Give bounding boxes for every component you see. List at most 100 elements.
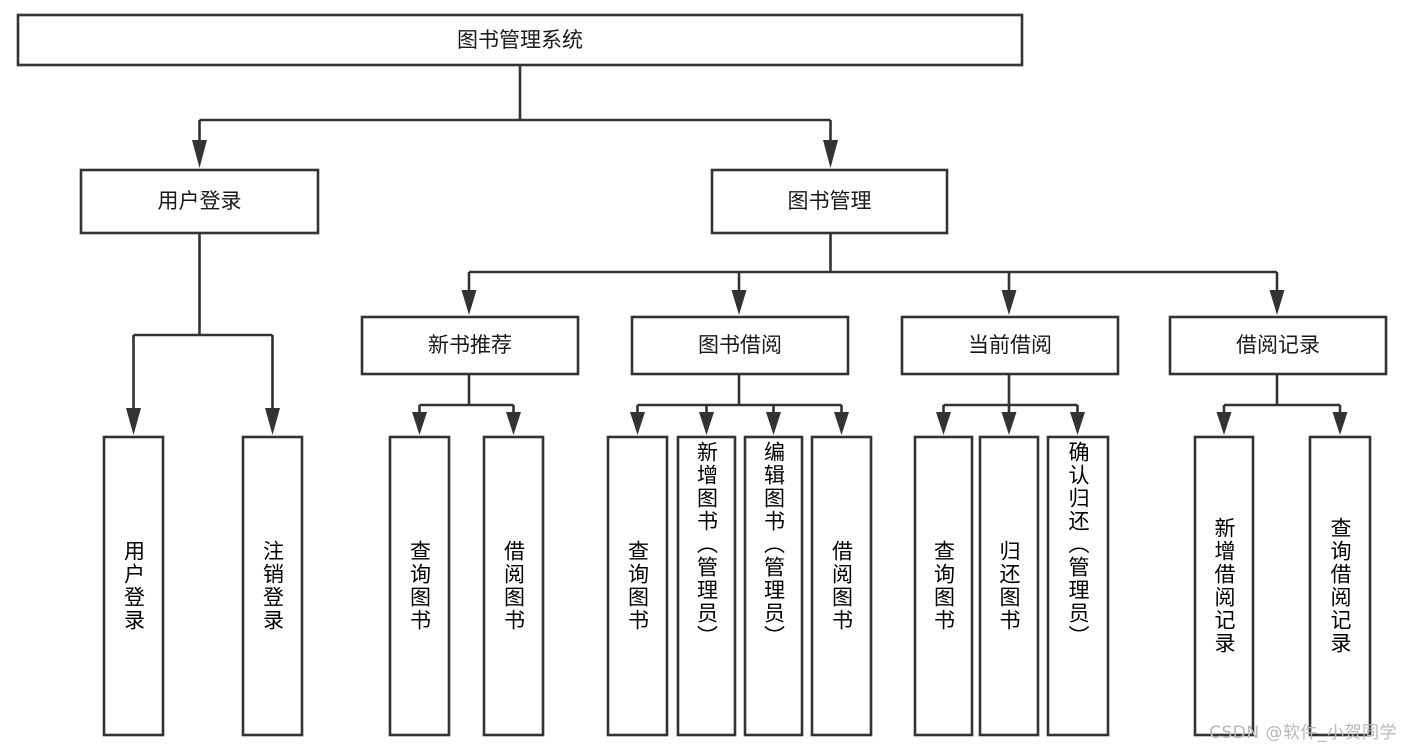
leaf-nbr-query-book-box[interactable] [388,435,451,737]
leaf-logout-box[interactable] [241,435,304,737]
leaf-bb-add-book-label-wrap: 新增图书（管理员） [694,441,719,648]
edge-group-borrow-record-to-leaves [1216,374,1348,435]
leaf-logout-label-wrap: 注销登录 [260,540,285,632]
arrow-to-book-borrow [731,290,747,315]
node-new-book-recommend-box[interactable] [360,315,580,376]
node-borrow-record-label: 借阅记录 [1236,333,1320,357]
leaf-user-login-label: 用户登录 [121,540,146,632]
node-user-login-box[interactable] [79,168,320,235]
node-new-book-recommend[interactable]: 新书推荐 [360,315,580,376]
arrow-leaf-bb-edit-book [766,412,781,435]
leaf-user-login-box[interactable] [102,435,165,737]
node-book-management-label: 图书管理 [788,189,872,213]
arrow-leaf-br-query-record [1332,412,1348,435]
leaf-node-bb-query-book[interactable] [606,435,669,737]
leaf-node-cb-return-book[interactable] [978,435,1040,737]
leaf-cb-confirm-return-label-wrap: 确认归还（管理员） [1066,441,1090,648]
arrow-leaf-cb-query-book [936,412,951,435]
leaf-br-add-record-label-wrap: 新增借阅记录 [1212,517,1236,655]
leaf-node-br-add-record[interactable] [1193,435,1255,737]
leaf-bb-add-book-label: 新增图书（管理员） [694,441,719,648]
node-book-borrow-box[interactable] [630,315,850,376]
arrow-leaf-user-login [126,408,141,435]
leaf-nbr-query-book-label-wrap: 查询图书 [407,540,432,632]
leaf-bb-add-book-box[interactable] [676,435,737,737]
edge-group-new-book-rec-to-leaves [412,374,521,435]
leaf-cb-query-book-label: 查询图书 [931,540,956,632]
leaf-nbr-query-book-label: 查询图书 [407,540,432,632]
node-root[interactable]: 图书管理系统 [16,13,1024,67]
leaf-node-nbr-borrow-book[interactable] [482,435,545,737]
edge-group-root-to-level2 [192,65,838,168]
arrow-to-new-book-rec [461,290,477,315]
leaf-nbr-borrow-book-label: 借阅图书 [501,540,526,632]
arrow-leaf-cb-confirm-return [1070,412,1085,435]
leaf-cb-confirm-return-box[interactable] [1046,435,1110,737]
leaf-bb-edit-book-label: 编辑图书（管理员） [761,441,786,648]
arrow-leaf-bb-add-book [699,412,714,435]
leaf-bb-query-book-label: 查询图书 [625,540,650,632]
leaf-br-query-record-box[interactable] [1308,435,1372,737]
leaf-cb-return-book-box[interactable] [978,435,1040,737]
arrow-to-borrow-record [1269,290,1285,315]
leaf-node-cb-query-book[interactable] [913,435,974,737]
arrow-leaf-cb-return-book [1001,412,1017,435]
leaf-nbr-borrow-book-box[interactable] [482,435,545,737]
node-current-borrow-box[interactable] [900,315,1120,376]
leaf-bb-edit-book-label-wrap: 编辑图书（管理员） [761,441,786,648]
leaf-node-bb-add-book[interactable] [676,435,737,737]
leaf-br-add-record-box[interactable] [1193,435,1255,737]
leaf-user-login-label-wrap: 用户登录 [121,540,146,632]
node-borrow-record-box[interactable] [1168,315,1388,376]
leaf-node-br-query-record[interactable] [1308,435,1372,737]
arrow-to-current-borrow [1001,290,1017,315]
node-new-book-recommend-label: 新书推荐 [428,333,512,357]
leaf-node-bb-borrow-book[interactable] [810,435,873,737]
node-root-label: 图书管理系统 [457,28,583,52]
leaf-bb-borrow-book-box[interactable] [810,435,873,737]
arrow-leaf-nbr-query-book [412,412,427,435]
leaf-cb-query-book-label-wrap: 查询图书 [931,540,956,632]
node-user-login[interactable]: 用户登录 [79,168,320,235]
leaf-bb-borrow-book-label: 借阅图书 [829,540,854,632]
leaf-bb-query-book-label-wrap: 查询图书 [625,540,650,632]
node-book-management[interactable]: 图书管理 [710,168,949,235]
node-root-box[interactable] [16,13,1024,67]
leaf-bb-borrow-book-label-wrap: 借阅图书 [829,540,854,632]
edge-group-book-mgmt-to-level3 [461,233,1285,315]
arrow-to-book-mgmt [823,140,838,168]
arrow-leaf-nbr-borrow-book [506,412,521,435]
leaf-br-query-record-label-wrap: 查询借阅记录 [1328,517,1352,655]
node-book-management-box[interactable] [710,168,949,235]
node-book-borrow-label: 图书借阅 [698,333,782,357]
leaf-nbr-borrow-book-label-wrap: 借阅图书 [501,540,526,632]
leaf-node-nbr-query-book[interactable] [388,435,451,737]
arrow-leaf-logout [265,408,280,435]
arrow-leaf-bb-borrow-book [834,412,849,435]
arrow-to-user-login [192,140,207,168]
leaf-logout-label: 注销登录 [260,540,285,632]
leaf-node-user-login[interactable] [102,435,165,737]
csdn-watermark: CSDN @软件_小贺同学 [1209,723,1397,743]
node-user-login-label: 用户登录 [158,189,242,213]
arrow-leaf-br-add-record [1216,412,1232,435]
edge-group-user-login-to-leaves [126,233,280,435]
leaf-node-bb-edit-book[interactable] [743,435,804,737]
leaf-bb-query-book-box[interactable] [606,435,669,737]
edge-group-current-borrow-to-leaves [936,374,1085,435]
leaf-br-add-record-label: 新增借阅记录 [1212,517,1236,655]
leaf-br-query-record-label: 查询借阅记录 [1328,517,1352,655]
node-current-borrow[interactable]: 当前借阅 [900,315,1120,376]
edge-group-book-borrow-to-leaves [630,374,849,435]
node-current-borrow-label: 当前借阅 [968,333,1052,357]
leaf-bb-edit-book-box[interactable] [743,435,804,737]
leaf-cb-confirm-return-label: 确认归还（管理员） [1066,441,1090,648]
leaf-node-logout[interactable] [241,435,304,737]
arrow-leaf-bb-query-book [630,412,645,435]
node-book-borrow[interactable]: 图书借阅 [630,315,850,376]
leaf-cb-query-book-box[interactable] [913,435,974,737]
leaf-node-cb-confirm-return[interactable] [1046,435,1110,737]
node-borrow-record[interactable]: 借阅记录 [1168,315,1388,376]
